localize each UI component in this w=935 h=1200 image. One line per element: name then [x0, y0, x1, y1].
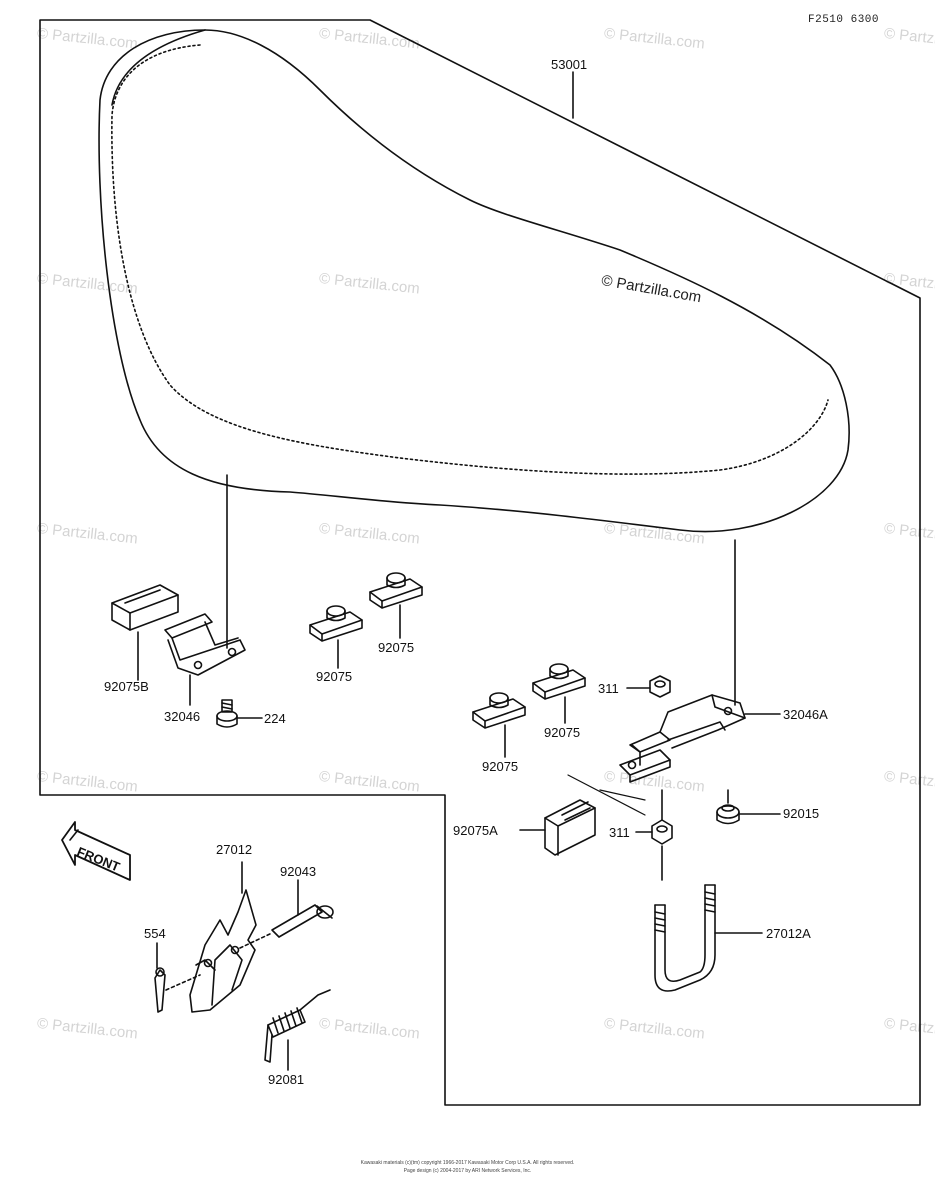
label-53001: 53001	[551, 57, 588, 72]
seat-outline	[98, 29, 850, 533]
label-27012: 27012	[216, 842, 253, 857]
label-311: 311	[598, 681, 619, 696]
seat-top-edge	[111, 29, 206, 106]
label-92075: 92075	[482, 759, 519, 774]
label-92081: 92081	[268, 1072, 305, 1087]
footer-line-1: Kawasaki materials (c)(tm) copyright 196…	[360, 1160, 575, 1166]
part-554	[154, 967, 166, 1013]
part-32046	[164, 613, 246, 676]
label-311: 311	[609, 825, 630, 840]
part-92043	[271, 904, 334, 938]
part-92015	[716, 804, 740, 825]
part-92075-clip	[532, 663, 586, 700]
part-27012A	[654, 884, 716, 992]
label-224: 224	[264, 711, 286, 726]
part-311-nut	[649, 675, 671, 698]
label-554: 554	[144, 926, 166, 941]
part-311-nut	[651, 819, 673, 845]
label-92075: 92075	[378, 640, 415, 655]
part-32046A	[619, 694, 746, 783]
label-32046: 32046	[164, 709, 201, 724]
footer-line-2: Page design (c) 2004-2017 by ARI Network…	[403, 1168, 532, 1174]
part-92081	[264, 989, 331, 1063]
label-92075A: 92075A	[453, 823, 498, 838]
diagram-code: F2510 6300	[808, 14, 880, 26]
part-92075A	[544, 799, 596, 856]
label-92075: 92075	[316, 669, 353, 684]
label-92075B: 92075B	[104, 679, 149, 694]
part-92075-clip	[369, 572, 423, 609]
label-32046A: 32046A	[783, 707, 828, 722]
label-92043: 92043	[280, 864, 317, 879]
part-224	[216, 699, 238, 728]
label-27012A: 27012A	[766, 926, 811, 941]
seat-inner-line	[111, 44, 829, 475]
part-92075B	[111, 584, 179, 631]
front-arrow-icon	[61, 821, 131, 881]
label-92015: 92015	[783, 806, 820, 821]
part-27012	[189, 889, 257, 1013]
label-92075: 92075	[544, 725, 581, 740]
part-92075-clip	[472, 692, 526, 729]
frame-outline	[39, 19, 921, 1106]
part-92075-clip	[309, 605, 363, 642]
